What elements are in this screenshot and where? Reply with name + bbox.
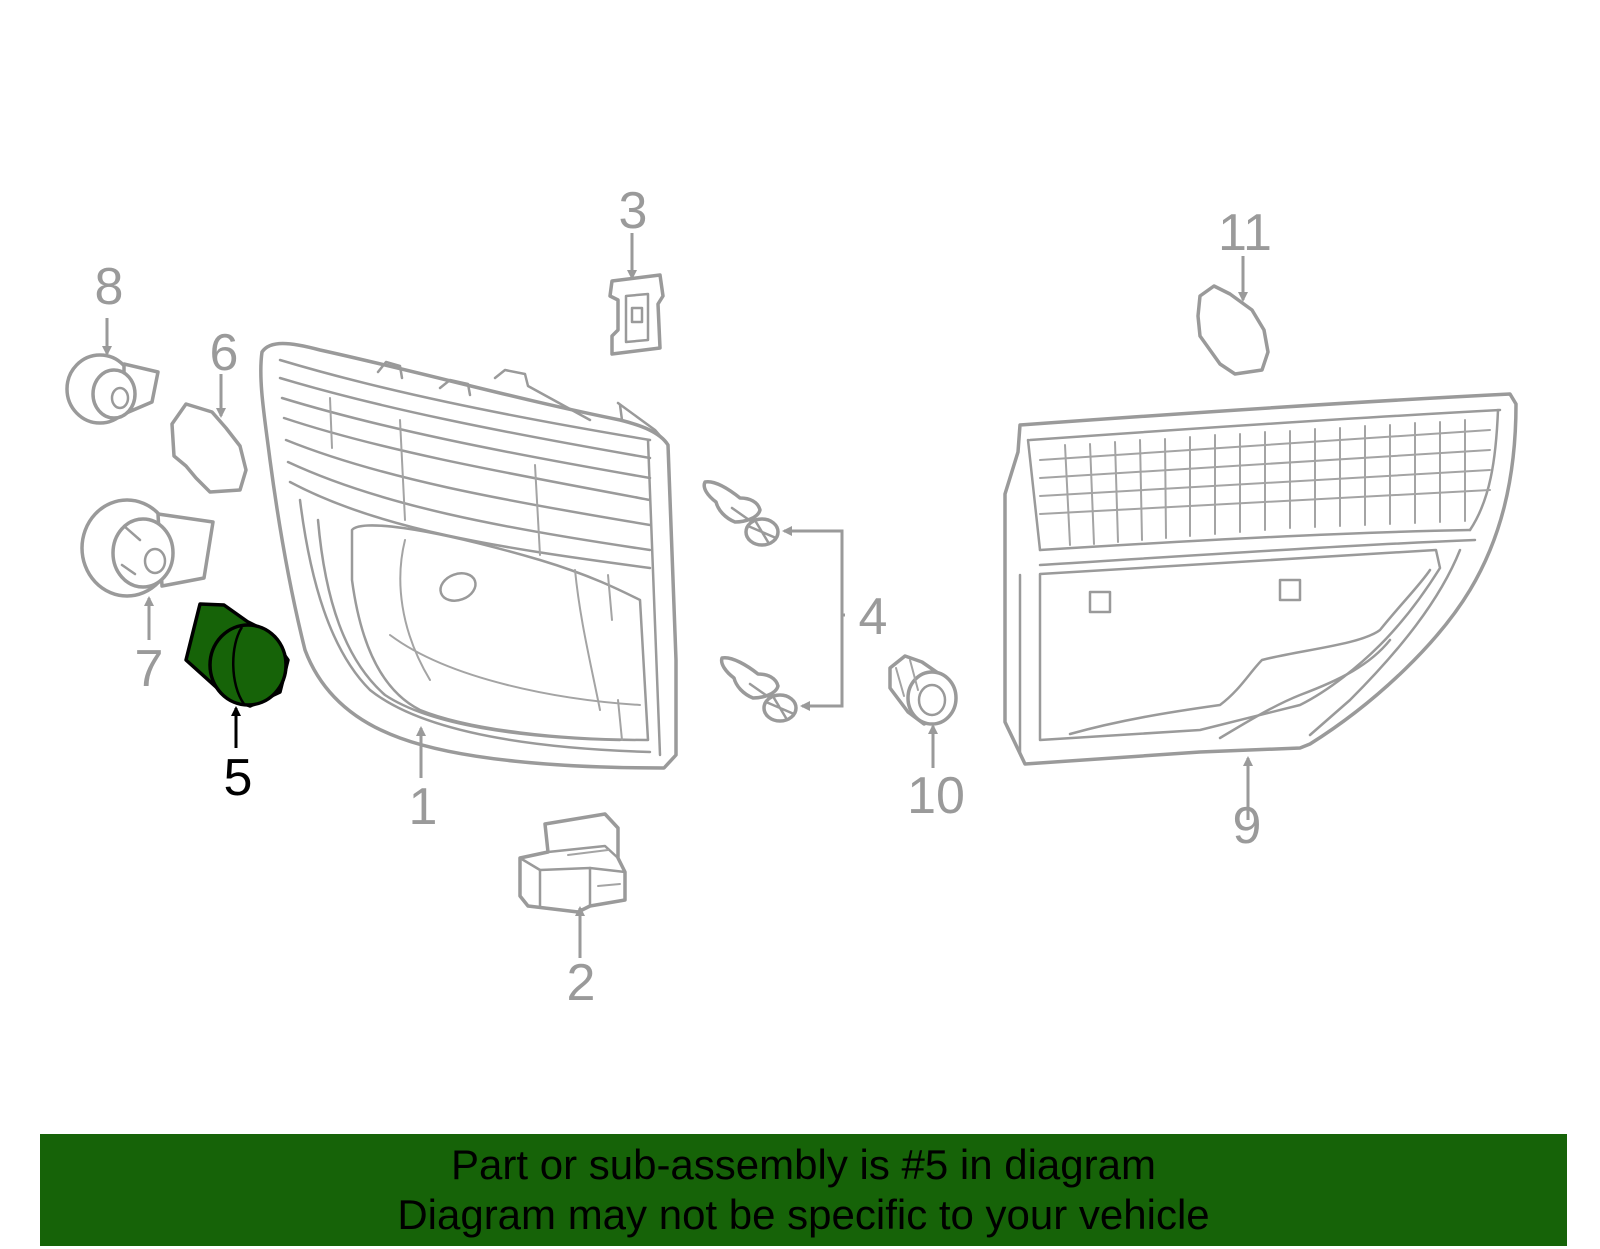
callout-4: 4 bbox=[859, 588, 888, 646]
part-6-gasket[interactable] bbox=[170, 402, 248, 494]
part-7-socket[interactable] bbox=[80, 498, 215, 598]
callout-2: 2 bbox=[567, 954, 596, 1012]
leader-arrows bbox=[102, 233, 1253, 958]
banner-line-1: Part or sub-assembly is #5 in diagram bbox=[451, 1141, 1156, 1188]
callout-1: 1 bbox=[409, 778, 438, 836]
callout-7: 7 bbox=[135, 640, 164, 698]
part-2-socket[interactable] bbox=[518, 812, 627, 914]
callout-labels: 8 6 7 5 1 2 3 4 10 9 11 bbox=[95, 182, 1272, 1012]
callout-9: 9 bbox=[1233, 797, 1262, 855]
callout-5: 5 bbox=[224, 749, 253, 807]
part-3-bracket[interactable] bbox=[608, 273, 665, 356]
part-1-tail-lamp[interactable] bbox=[259, 341, 678, 770]
part-4-push-pins[interactable] bbox=[702, 480, 798, 723]
part-9-inner-lamp[interactable] bbox=[1003, 392, 1518, 766]
banner-line-2: Diagram may not be specific to your vehi… bbox=[397, 1191, 1210, 1238]
callout-8: 8 bbox=[95, 258, 124, 316]
part-10-clip-nut[interactable] bbox=[888, 654, 958, 726]
part-5-bulb[interactable] bbox=[184, 602, 290, 708]
info-banner: Part or sub-assembly is #5 in diagram Di… bbox=[40, 1134, 1567, 1246]
callout-3: 3 bbox=[619, 182, 648, 240]
callout-11: 11 bbox=[1218, 204, 1272, 262]
callout-10: 10 bbox=[907, 767, 965, 825]
part-11-gasket[interactable] bbox=[1196, 284, 1270, 376]
callout-6: 6 bbox=[210, 324, 239, 382]
part-8-socket[interactable] bbox=[65, 353, 160, 425]
